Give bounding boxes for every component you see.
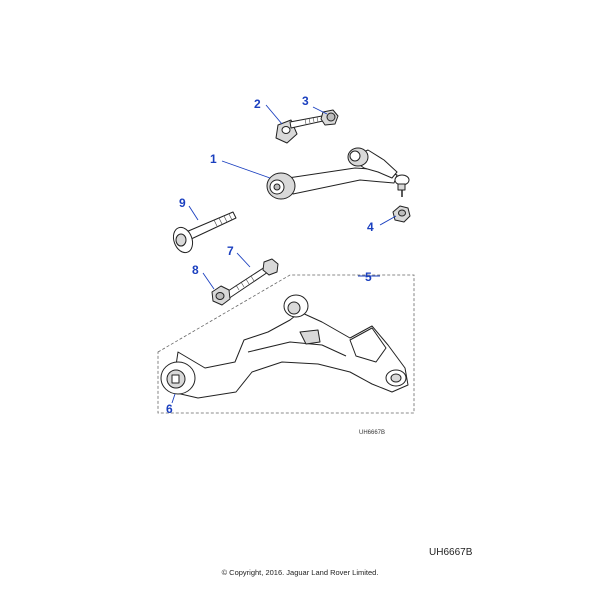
callout-8: 8 [192,263,199,277]
callout-2: 2 [254,97,261,111]
drawing-code-small: UH6667B [359,430,386,436]
part-1-upper-arm[interactable] [266,147,410,200]
callout-3: 3 [302,94,309,108]
part-4-nut[interactable] [392,205,411,223]
callout-7: 7 [227,244,234,258]
callout-numbers: 2 3 1 4 5 6 7 8 9 [166,94,374,416]
callout-4: 4 [367,220,374,234]
part-9-bolt[interactable] [170,211,237,255]
part-5-outline-box [157,274,415,414]
callout-leaders [171,104,397,404]
part-6-bush[interactable] [160,361,196,395]
copyright-notice: © Copyright, 2016. Jaguar Land Rover Lim… [221,568,379,577]
callout-5: 5 [365,270,372,284]
callout-9: 9 [179,196,186,210]
part-5-lower-arm[interactable] [171,294,409,399]
part-8-nut[interactable] [211,285,231,306]
drawing-code: UH6667B [429,547,473,558]
callout-1: 1 [210,152,217,166]
callout-6: 6 [166,402,173,416]
part-3-bolt[interactable] [289,109,339,129]
part-7-bolt[interactable] [224,258,279,300]
